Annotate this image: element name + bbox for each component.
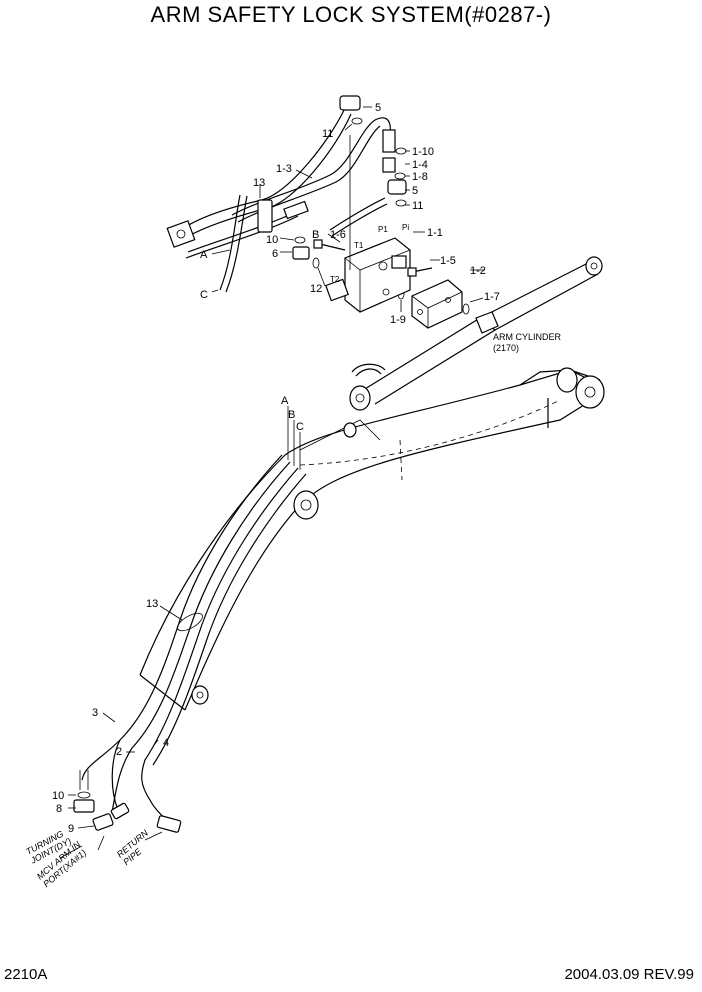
port-t1: T1 [354,241,364,250]
callout-11a: 11 [322,128,333,140]
lower-fittings [73,791,182,833]
callout-1-1: 1-1 [427,227,443,239]
page-title: ARM SAFETY LOCK SYSTEM(#0287-) [150,2,552,27]
port-t2: T2 [330,275,340,284]
callout-1-6: 1-6 [330,229,346,241]
callout-B-upper: B [312,229,319,241]
callout-11b: 11 [412,200,423,212]
safety-lock-valve [325,237,411,313]
arm-cylinder-label: ARM CYLINDER (2170) [493,332,562,353]
callout-10: 10 [266,234,278,246]
callout-2: 2 [116,746,122,758]
callout-A-boom: A [281,395,289,407]
leader-lines [68,106,485,829]
arm-cylinder-line1: ARM CYLINDER [493,332,562,342]
callout-1-8: 1-8 [412,171,428,183]
callout-13b: 13 [146,598,158,610]
callout-B-boom: B [288,409,295,421]
revision-date: 2004.03.09 REV.99 [564,966,694,983]
callout-12: 12 [310,283,322,295]
port-labels: P1 Pi T1 T2 [330,223,409,284]
port-p1: P1 [378,225,388,234]
callout-1-9: 1-9 [390,314,406,326]
arm-cylinder-line2: (2170) [493,343,519,353]
callouts: 5 11 1-10 1-4 1-8 5 11 1-3 13 10 6 12 1-… [52,102,500,835]
upper-fittings [166,95,470,315]
callout-C-upper: C [200,289,208,301]
callout-5b: 5 [412,185,418,197]
callout-C-boom: C [296,421,304,433]
callout-8: 8 [56,803,62,815]
callout-1-5: 1-5 [440,255,456,267]
callout-4: 4 [163,737,169,749]
return-pipe-note: RETURN PIPE [115,827,151,867]
arm-cylinder [349,256,603,411]
callout-10b: 10 [52,790,64,802]
callout-1-7: 1-7 [484,291,500,303]
callout-1-4: 1-4 [412,159,428,171]
callout-1-10: 1-10 [412,146,434,158]
bracket [411,279,463,329]
drawing-number: 2210A [4,966,48,983]
port-pi: Pi [402,223,409,232]
callout-1-2: 1-2 [470,265,486,277]
callout-A-upper: A [200,249,208,261]
callout-9: 9 [68,823,74,835]
bolts [313,239,433,277]
boom-hoses [79,454,307,827]
callout-6: 6 [272,248,278,260]
callout-13a: 13 [253,177,265,189]
callout-5a: 5 [375,102,381,114]
boom-structure [139,367,605,711]
callout-1-3: 1-3 [276,163,292,175]
callout-3: 3 [92,707,98,719]
